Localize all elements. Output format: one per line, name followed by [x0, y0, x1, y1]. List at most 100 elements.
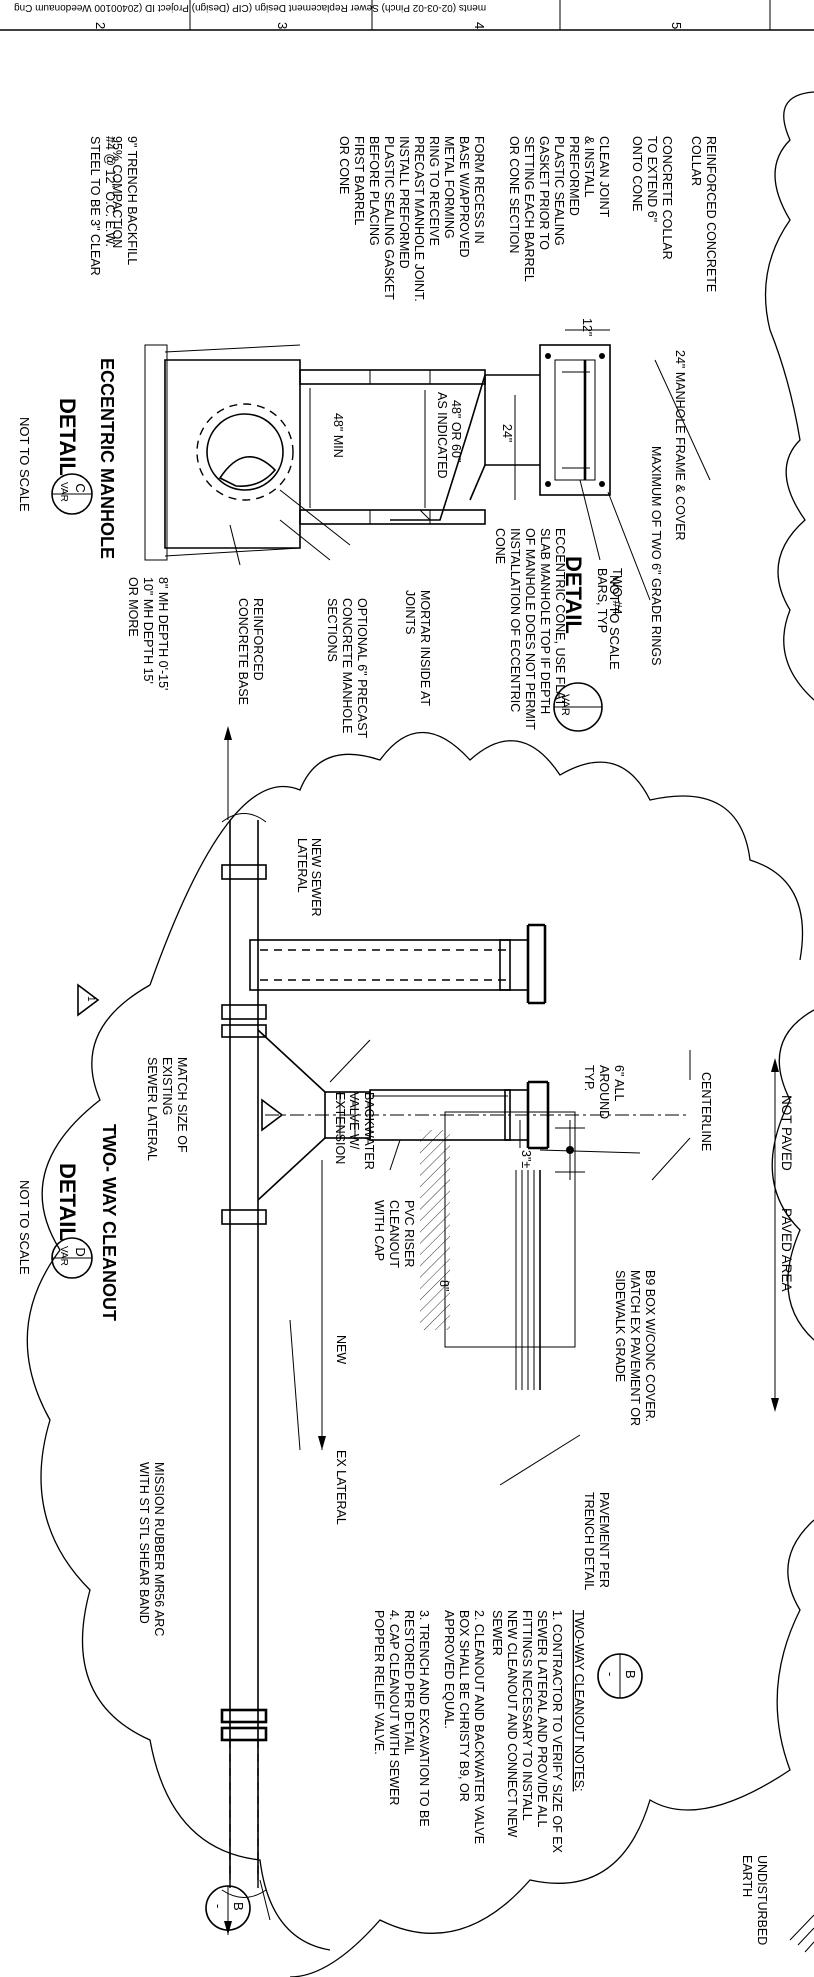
detail-a-sheet: VAR: [559, 694, 571, 716]
ruler-number: 2: [93, 22, 108, 29]
svg-text:2. CLEANOUT AND BACKWATER VAL: 2. CLEANOUT AND BACKWATER VALVE: [472, 1610, 486, 1844]
svg-text:FIRST BARREL: FIRST BARREL: [352, 136, 366, 225]
detail-c-manhole-title: ECCENTRIC MANHOLE: [97, 358, 117, 559]
label-match-size-1: MATCH SIZE OF: [175, 1057, 189, 1153]
main-lateral: [229, 820, 259, 1880]
notes-title: TWO-WAY CLEANOUT NOTES:: [572, 1610, 586, 1792]
detail-a-title: DETAIL VAR NOT TO SCALE: [553, 556, 622, 732]
label-riser-1: PVC RISER: [402, 1200, 416, 1267]
svg-text:INSTALL PREFORMED: INSTALL PREFORMED: [397, 136, 411, 269]
note-sections-2: CONCRETE MANHOLE: [340, 598, 354, 733]
manhole-barrel-wall-right: [299, 509, 486, 525]
svg-text:RING TO RECEIVE: RING TO RECEIVE: [427, 136, 441, 246]
coupling: [220, 1726, 268, 1742]
note-3: 3. TRENCH AND EXCAVATION TO BE RESTORED …: [402, 1610, 431, 1827]
note-collar-ext-3: ONTO CONE: [630, 136, 644, 211]
label-backwater-3: EXTENSION: [333, 1092, 347, 1164]
note-collar-ext-2: TO EXTEND 6": [645, 136, 659, 222]
svg-text:B: B: [231, 1902, 246, 1911]
note-2: 2. CLEANOUT AND BACKWATER VALVE BOX SHAL…: [442, 1610, 486, 1844]
pipe-opening: [206, 413, 284, 491]
detail-c-scale: NOT TO SCALE: [17, 417, 32, 512]
dim-collar: 12": [580, 318, 594, 336]
note-joint: CLEAN JOINT & INSTALL PREFORMED PLASTIC …: [507, 136, 611, 282]
svg-text:1. CONTRACTOR TO VERIFY SIZE: 1. CONTRACTOR TO VERIFY SIZE OF EX: [550, 1610, 564, 1854]
label-box-3: SIDEWALK GRADE: [613, 1270, 627, 1382]
dim-min: 48" MIN: [331, 413, 345, 458]
eccentric-cone: [390, 374, 540, 521]
detail-d-scale: NOT TO SCALE: [17, 1180, 32, 1275]
note-backfill-2: 95% COMPACTION: [110, 136, 124, 248]
backwater-valve: [324, 1091, 371, 1139]
pavement-layers: [515, 1170, 541, 1390]
header-strip: ments (02-03-02 Pinch) Sewer Replacement…: [0, 0, 814, 31]
svg-text:CLEAN JOINT: CLEAN JOINT: [597, 136, 611, 218]
eccentric-manhole-drawing: [144, 329, 711, 601]
manhole-barrel-wall-left: [299, 369, 486, 385]
note-base-1: REINFORCED: [251, 598, 265, 681]
note-base-2: CONCRETE BASE: [236, 598, 250, 705]
ruler-number: 5: [669, 22, 684, 29]
svg-text:SEWER: SEWER: [490, 1610, 504, 1656]
label-mission-2: WITH ST STL SHEAR BAND: [137, 1462, 151, 1624]
label-eight-in: 8": [437, 1280, 451, 1291]
manhole-frame: [554, 359, 596, 481]
ruler-number: 3: [275, 22, 290, 29]
coupling: [221, 864, 267, 880]
svg-text:PLASTIC SEALING GASKET: PLASTIC SEALING GASKET: [382, 136, 396, 300]
note-depth-1: 8" MH DEPTH 0'-15': [156, 577, 170, 690]
label-ex-lateral: EX LATERAL: [334, 1450, 348, 1525]
label-match-size-2: EXISTING: [160, 1057, 174, 1115]
svg-text:SLAB MANHOLE TOP IF DEPTH: SLAB MANHOLE TOP IF DEPTH: [538, 528, 552, 714]
detail-c-title: ECCENTRIC MANHOLE DETAIL C VAR NOT TO SC…: [17, 358, 117, 559]
svg-text:PLASTIC SEALING: PLASTIC SEALING: [552, 136, 566, 246]
ref-bubble-b-lower: B -: [205, 1885, 251, 1931]
dim-cone: 24": [500, 424, 514, 442]
note-sections-1: OPTIONAL 6" PRECAST: [355, 598, 369, 738]
note-depth-2: 10" MH DEPTH 15': [141, 577, 155, 684]
b9-box-left: [526, 923, 547, 1005]
note-collar-1: REINFORCED CONCRETE: [704, 136, 718, 292]
svg-text:1: 1: [85, 996, 96, 1002]
concrete-collar: [539, 344, 611, 496]
label-box-1: B9 BOX W/CONC COVER.: [643, 1270, 657, 1422]
svg-text:FITTINGS NECESSARY TO INSTALL: FITTINGS NECESSARY TO INSTALL: [520, 1610, 534, 1821]
note-mortar-2: JOINTS: [403, 590, 417, 634]
svg-text:PRECAST MANHOLE JOINT.: PRECAST MANHOLE JOINT.: [412, 136, 426, 302]
manhole-base: [164, 359, 301, 549]
svg-text:METAL FORMING: METAL FORMING: [442, 136, 456, 239]
label-all-around-1: 6" ALL: [612, 1065, 626, 1101]
note-rebar-2: STEEL TO BE 3" CLEAR: [88, 136, 102, 276]
label-backwater-2: VALVE W/: [347, 1092, 361, 1150]
svg-text:ECCENTRIC CONE, USE FLAT: ECCENTRIC CONE, USE FLAT: [553, 528, 567, 707]
coupling: [221, 1209, 267, 1225]
svg-text:APPROVED EQUAL.: APPROVED EQUAL.: [442, 1610, 456, 1729]
coupling: [221, 1024, 267, 1038]
svg-text:NEW CLEANOUT AND CONNECT NEW: NEW CLEANOUT AND CONNECT NEW: [505, 1610, 519, 1838]
svg-text:GASKET PRIOR TO: GASKET PRIOR TO: [537, 136, 551, 250]
svg-text:RESTORED PER DETAIL: RESTORED PER DETAIL: [402, 1610, 416, 1755]
svg-text:BOX SHALL BE CHRISTY B9, OR: BOX SHALL BE CHRISTY B9, OR: [457, 1610, 471, 1802]
svg-text:SETTING EACH BARREL: SETTING EACH BARREL: [522, 136, 536, 282]
svg-text:SEWER LATERAL AND PROVIDE ALL: SEWER LATERAL AND PROVIDE ALL: [535, 1610, 549, 1827]
note-cone: ECCENTRIC CONE, USE FLAT SLAB MANHOLE TO…: [493, 528, 567, 730]
note-1: 1. CONTRACTOR TO VERIFY SIZE OF EX SEWER…: [490, 1610, 564, 1854]
riser-pipe-left: [249, 939, 511, 991]
coupling: [221, 1004, 267, 1020]
label-rings: MAXIMUM OF TWO 6" GRADE RINGS: [649, 446, 663, 666]
label-new-lateral-2: LATERAL: [295, 838, 309, 893]
svg-text:-: -: [211, 1904, 226, 1908]
detail-d-cleanout-title: TWO- WAY CLEANOUT: [99, 1124, 119, 1321]
label-match-size-3: SEWER LATERAL: [145, 1057, 159, 1161]
label-new: NEW: [334, 1335, 348, 1364]
note-backfill-1: 9" TRENCH BACKFILL: [125, 136, 139, 265]
svg-text:PREFORMED: PREFORMED: [567, 136, 581, 216]
cleanout-drawing: [220, 726, 779, 1935]
note-sections-3: SECTIONS: [325, 598, 339, 662]
svg-text:3. TRENCH AND EXCAVATION TO B: 3. TRENCH AND EXCAVATION TO BE: [417, 1610, 431, 1827]
detail-c-letter: C: [73, 483, 88, 492]
ruler-number: 4: [472, 22, 487, 29]
rock-fill: [444, 1111, 576, 1348]
svg-text:FORM RECESS IN: FORM RECESS IN: [472, 136, 486, 244]
corner-hatch: [789, 1914, 814, 1953]
